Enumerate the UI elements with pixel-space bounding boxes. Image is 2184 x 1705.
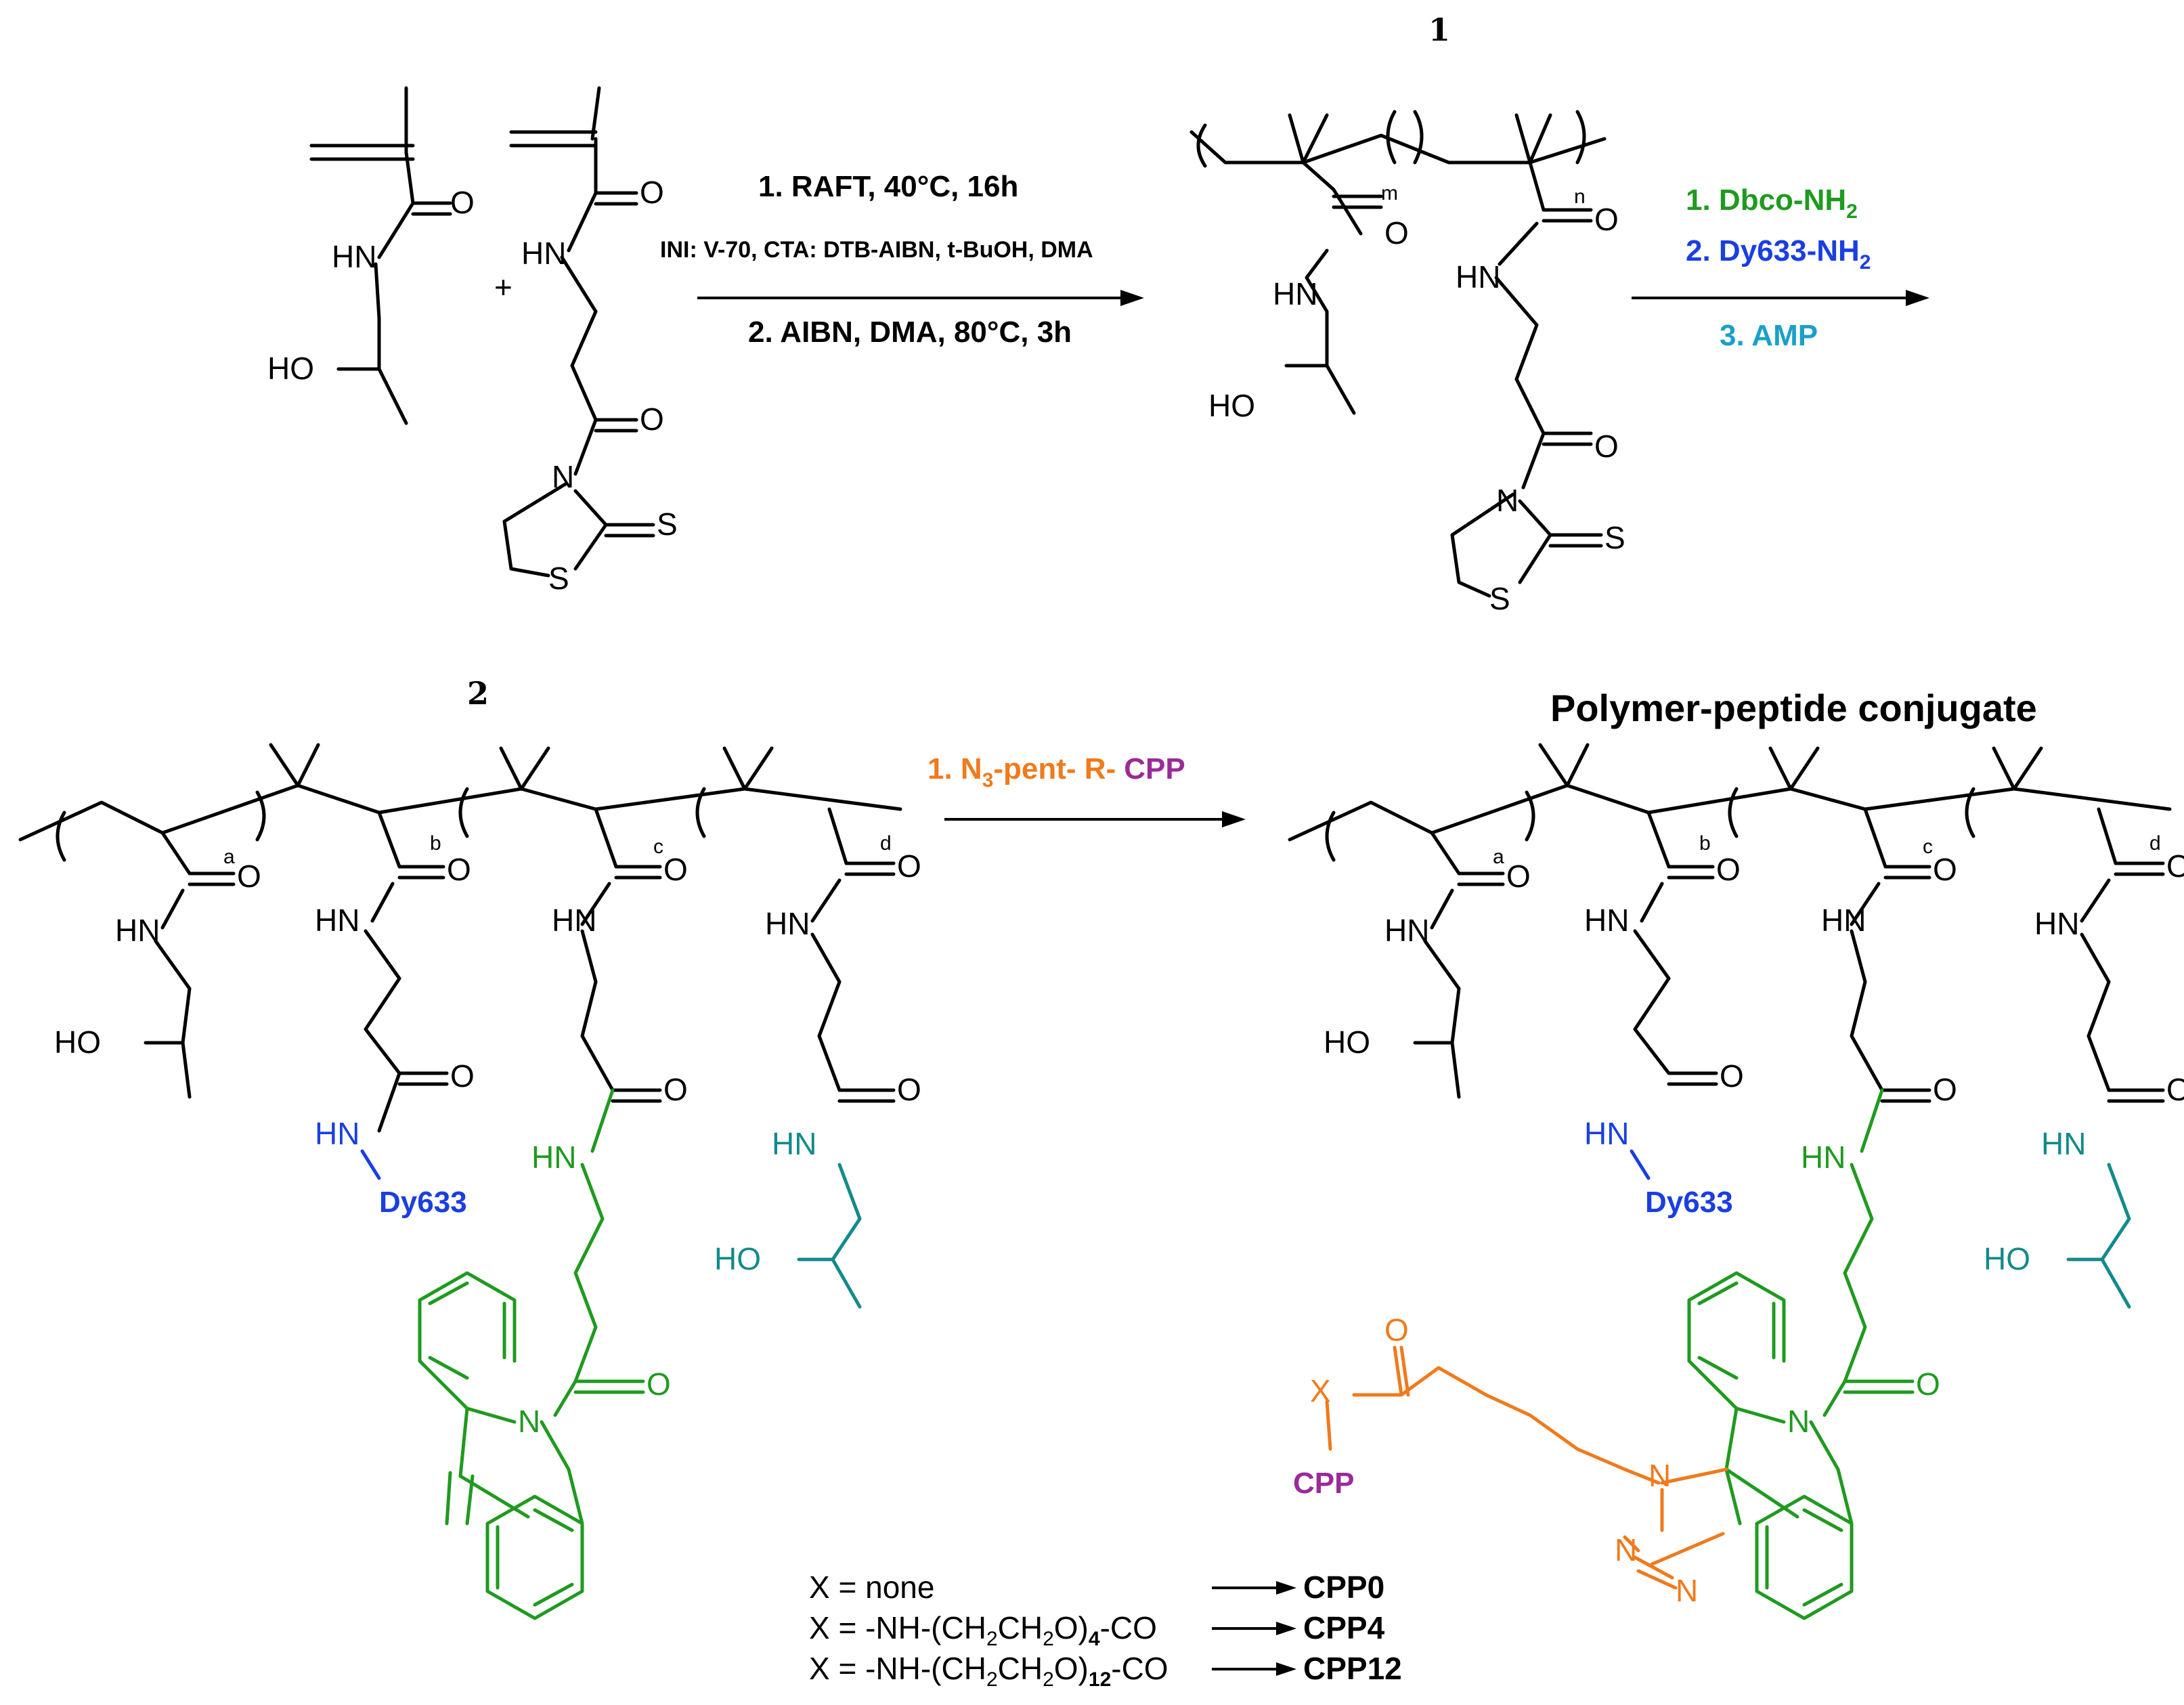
polymer-2-nh-d1: HN [765,906,810,941]
polymer-1-o2: O [1594,202,1619,237]
polymer-1-s-ring: S [1489,581,1510,616]
monomer-hpma: O HN HO [267,86,475,425]
hpma-hydroxyl: HO [267,351,314,386]
polymer-1-nh1: HN [1273,276,1317,311]
legend-product-cpp12: CPP12 [1303,1651,1402,1686]
conjugate-x-label: X [1310,1373,1331,1408]
conjugate-o-c2: O [1933,1072,1957,1107]
polymer-1-n-tt: N [1496,483,1519,518]
polymer-peptide-conjugate: a b c d O HN HO O HN O HN Dy633 O HN O H… [1288,743,2184,1620]
conjugate-o-a: O [1506,859,1531,894]
step3-azide: 1. N3-pent- R-CPP [927,752,1185,792]
conjugate-nh-b1: HN [1584,903,1629,938]
plus-sign: + [494,269,512,305]
polymer-1-o3: O [1594,429,1619,464]
triazole-n2: N [1615,1532,1637,1568]
polymer-2-index-a: a [223,846,235,868]
polymer-2-o-dbco: O [647,1366,671,1402]
conjugate-o-b2: O [1720,1058,1744,1094]
polymer-1-o1: O [1384,215,1409,251]
conjugate-nh-c1: HN [1821,903,1866,938]
polymer-1-index-m: m [1381,182,1398,204]
triazole-n1: N [1648,1458,1671,1493]
polymer-2-o-c1: O [663,852,688,887]
monomer-ma-ala-tt: O HN O N S S [502,86,678,596]
tt-monomer-s-ring: S [548,561,569,596]
reaction-arrow-3: 1. N3-pent- R-CPP [927,752,1246,827]
conjugate-index-d: d [2149,832,2161,855]
tt-monomer-o1: O [640,175,664,210]
tt-monomer-nh: HN [521,236,566,271]
legend-product-cpp4: CPP4 [1303,1610,1385,1645]
polymer-1-nh2: HN [1456,259,1500,295]
conjugate-title: Polymer-peptide conjugate [1550,687,2037,729]
triazole-n3: N [1676,1573,1698,1608]
conjugate-o-dbco: O [1916,1366,1940,1402]
conjugate-index-a: a [1493,846,1504,868]
step1-aibn: 2. AIBN, DMA, 80°C, 3h [748,316,1072,349]
conjugate-nh-amp: HN [2041,1126,2086,1161]
polymer-2-nh-dbco: HN [531,1140,576,1175]
tt-monomer-s-thione: S [657,506,678,542]
step1-raft: 1. RAFT, 40°C, 16h [758,170,1018,203]
reaction-arrow-1: 1. RAFT, 40°C, 16h INI: V-70, CTA: DTB-A… [660,170,1144,349]
reaction-arrow-2: 1. Dbco-NH2 2. Dy633-NH2 3. AMP [1632,184,1929,352]
step2-dy633: 2. Dy633-NH2 [1686,234,1871,274]
polymer-2-index-c: c [653,836,663,858]
step2-dbco: 1. Dbco-NH2 [1686,184,1858,223]
polymer-1-hydroxyl: HO [1208,388,1255,423]
polymer-2-n-dbco: N [518,1404,540,1439]
polymer-1-s-thione: S [1604,520,1625,555]
polymer-2-o-b2: O [450,1058,475,1094]
conjugate-hydroxyl-amp: HO [1984,1241,2030,1276]
conjugate-index-b: b [1699,832,1711,855]
legend-product-cpp0: CPP0 [1303,1570,1384,1605]
conjugate-n-dbco: N [1787,1404,1810,1439]
cpp-legend: X = none CPP0 X = -NH-(CH2CH2O)4-CO CPP4… [809,1570,1402,1691]
hpma-carbonyl-o: O [450,185,475,220]
polymer-2-o-c2: O [663,1072,688,1107]
conjugate-cpp-label: CPP [1293,1467,1354,1500]
polymer-2-index-b: b [430,832,441,855]
polymer-2-nh-c1: HN [552,903,596,938]
polymer-2-nh-dy633: HN [315,1116,359,1151]
conjugate-nh-a: HN [1384,913,1429,948]
polymer-2-nh-b1: HN [315,903,359,938]
legend-row-cpp0: X = none [809,1570,934,1605]
step2-amp: 3. AMP [1720,319,1818,352]
legend-row-cpp4: X = -NH-(CH2CH2O)4-CO [809,1610,1157,1650]
polymer-1: m n O HN HO O HN O N S S [1189,110,1625,616]
polymer-2-hydroxyl-amp: HO [714,1241,761,1276]
polymer-1-index-n: n [1574,186,1586,208]
polymer-2-index-d: d [880,832,892,855]
conjugate-dy633-label: Dy633 [1645,1186,1733,1219]
conjugate-o-b1: O [1716,852,1741,887]
compound-1-label: 1 [1428,12,1450,48]
conjugate-nh-d1: HN [2034,906,2079,941]
polymer-2: a b c d O HN HO O HN O HN Dy633 O HN O H… [18,743,921,1620]
polymer-2-nh-a: HN [115,913,160,948]
conjugate-nh-dbco: HN [1801,1140,1846,1175]
conjugate-hydroxyl-a: HO [1324,1024,1370,1060]
polymer-2-dy633-label: Dy633 [379,1186,467,1219]
conjugate-o-d2: O [2166,1072,2184,1107]
polymer-2-hydroxyl-a: HO [54,1024,101,1060]
compound-2-label: 2 [467,675,489,712]
tt-monomer-o2: O [640,402,664,437]
conjugate-o-d1: O [2166,848,2184,884]
conjugate-linker-o: O [1384,1312,1409,1347]
polymer-2-o-a: O [237,859,261,894]
conjugate-index-c: c [1923,836,1933,858]
polymer-2-nh-amp: HN [772,1126,816,1161]
legend-row-cpp12: X = -NH-(CH2CH2O)12-CO [809,1651,1169,1691]
conjugate-o-c1: O [1933,852,1957,887]
step1-initiator: INI: V-70, CTA: DTB-AIBN, t-BuOH, DMA [660,237,1093,263]
conjugate-nh-dy633: HN [1584,1116,1629,1151]
tt-monomer-n: N [552,459,574,494]
polymer-2-o-b1: O [447,852,471,887]
hpma-amide-nh: HN [332,239,376,274]
polymer-2-o-d2: O [897,1072,921,1107]
polymer-2-o-d1: O [897,848,921,884]
